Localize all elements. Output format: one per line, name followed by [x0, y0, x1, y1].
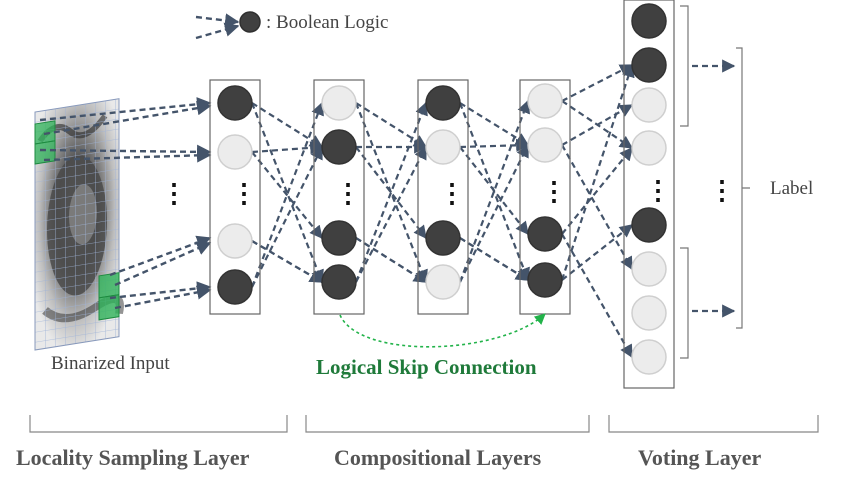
input-label: Binarized Input [51, 353, 170, 374]
edge [251, 151, 323, 240]
node-active [217, 269, 253, 305]
output-group: ⋮ Label [680, 5, 813, 359]
edge [355, 145, 427, 283]
edge [459, 237, 530, 281]
edge [459, 138, 530, 152]
edge [561, 146, 633, 235]
node-active [425, 220, 461, 256]
layer-compositional_2: ⋮ [417, 79, 469, 315]
layer-box [417, 79, 469, 315]
node-ellipsis: ⋮ [335, 179, 361, 208]
node-active [321, 220, 357, 256]
layer-box [313, 79, 365, 315]
vote-brace-2 [680, 247, 689, 359]
layer-box [623, 0, 675, 389]
legend-arrow-1 [195, 13, 240, 28]
edge [251, 102, 324, 148]
node-ellipsis: ⋮ [645, 176, 671, 205]
layers: ⋮ ⋮ ⋮ ⋮ ⋮ [209, 0, 675, 389]
edge [459, 102, 530, 146]
boolean-logic-node-icon [239, 11, 261, 33]
node-active [631, 47, 667, 83]
node-inactive [217, 223, 253, 259]
legend-arrow-2 [195, 22, 240, 40]
edge [459, 146, 529, 236]
layer-compositional_3: ⋮ [519, 79, 571, 315]
edge [250, 101, 324, 288]
edge [561, 64, 634, 102]
edge [561, 144, 633, 271]
input-edges [39, 97, 212, 310]
edge [561, 233, 633, 359]
node-active [321, 264, 357, 300]
node-inactive [217, 134, 253, 170]
node-active [527, 216, 563, 252]
vote-brace-1 [680, 5, 689, 127]
node-active [321, 129, 357, 165]
edge [251, 145, 323, 288]
node-active [527, 262, 563, 298]
edge [251, 240, 324, 283]
binarized-input-image [34, 98, 124, 351]
node-active [425, 85, 461, 121]
layer-compositional_1: ⋮ [313, 79, 365, 315]
layer-voting: ⋮ [623, 0, 675, 389]
node-ellipsis: ⋮ [231, 179, 257, 208]
edge [354, 101, 428, 283]
node-active [631, 207, 667, 243]
node-inactive [425, 129, 461, 165]
section-title-compositional: Compositional Layers [334, 445, 542, 470]
input-ellipsis: ⋮ [161, 179, 187, 208]
node-inactive [631, 295, 667, 331]
node-inactive [631, 339, 667, 375]
legend: : Boolean Logic [195, 11, 388, 40]
layer-box [209, 79, 261, 315]
node-inactive [527, 127, 563, 163]
label-brace [736, 47, 750, 329]
edge [459, 143, 529, 283]
edge [561, 104, 634, 146]
node-active [631, 3, 667, 39]
node-inactive [631, 251, 667, 287]
section-title-sampling: Locality Sampling Layer [16, 445, 250, 470]
section-title-voting: Voting Layer [638, 445, 761, 470]
node-inactive [631, 130, 667, 166]
skip-connection-label: Logical Skip Connection [316, 355, 537, 379]
vote-ellipsis: ⋮ [709, 176, 735, 205]
edge [560, 63, 635, 281]
node-active [217, 85, 253, 121]
bracket-voting [608, 415, 819, 433]
edge [250, 102, 324, 284]
edge [355, 102, 428, 148]
layer-edges [250, 63, 635, 359]
sampling-patch-bottom-2 [98, 294, 120, 321]
node-inactive [425, 264, 461, 300]
edge [355, 146, 427, 240]
node-inactive [527, 83, 563, 119]
layer-sampling: ⋮ [209, 79, 261, 315]
node-ellipsis: ⋮ [439, 179, 465, 208]
sampling-patch-top-1 [34, 120, 56, 145]
skip-connection-arrow [339, 313, 546, 348]
node-ellipsis: ⋮ [541, 177, 567, 206]
edge [561, 224, 634, 281]
edge [354, 102, 428, 284]
edge [355, 237, 428, 283]
node-inactive [321, 85, 357, 121]
edge [458, 99, 531, 283]
bracket-sampling [29, 415, 288, 433]
node-inactive [631, 87, 667, 123]
bracket-compositional [305, 415, 590, 433]
legend-text: : Boolean Logic [266, 12, 388, 33]
edge [251, 141, 324, 155]
section-brackets [29, 415, 819, 433]
output-label: Label [770, 178, 813, 199]
